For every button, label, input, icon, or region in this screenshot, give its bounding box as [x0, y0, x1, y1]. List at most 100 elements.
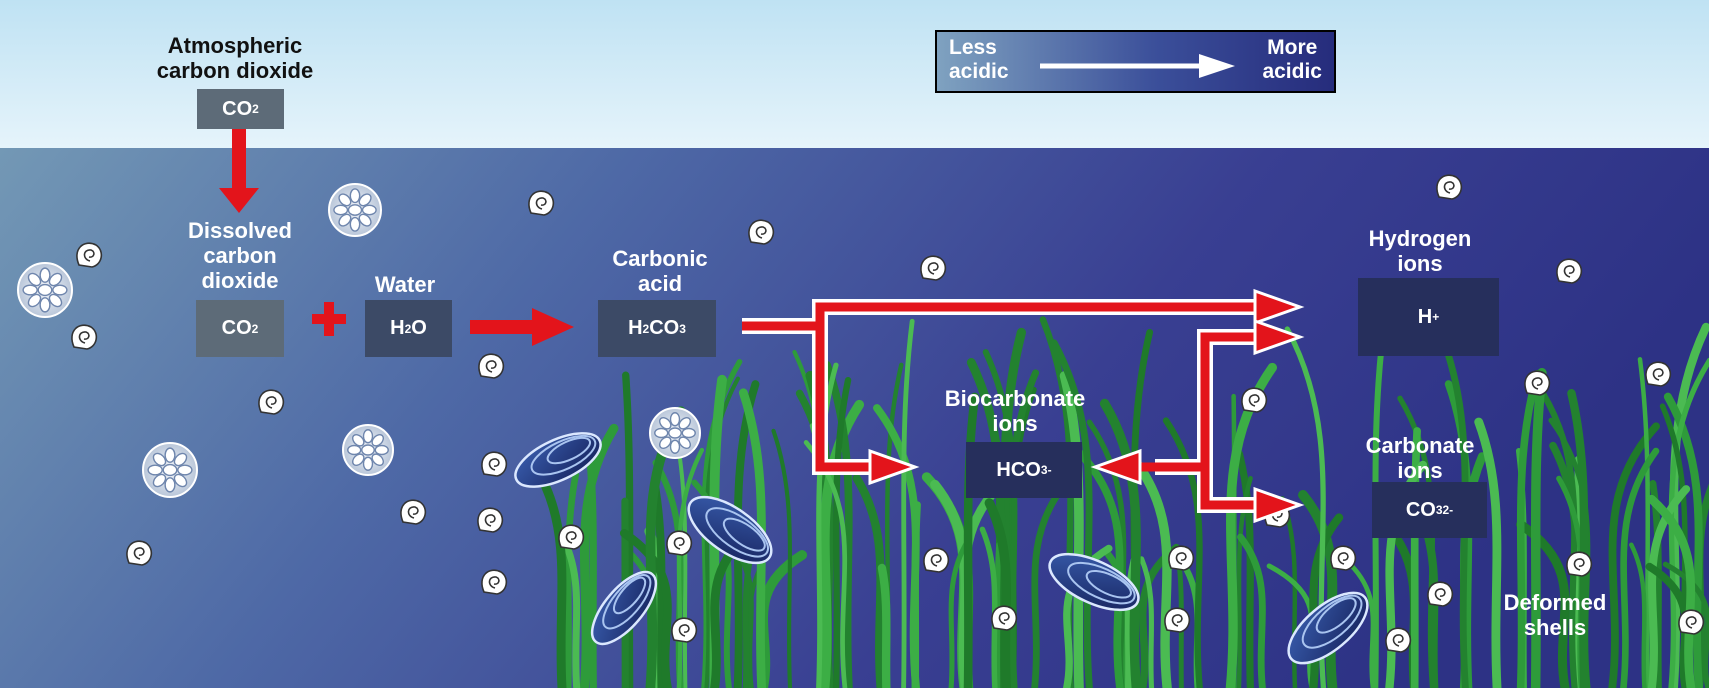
coccolith-icon [328, 183, 382, 237]
shell-icon [400, 499, 427, 525]
seagrass-blade [1662, 561, 1709, 688]
mussel-icon [590, 570, 658, 646]
shell-icon [258, 389, 285, 415]
connector-line [815, 326, 870, 472]
coccolith-icon [142, 442, 198, 498]
seagrass-blade [579, 423, 619, 688]
shell-icon [528, 190, 555, 216]
coccolith-group [17, 183, 701, 498]
seagrass-blade [1031, 483, 1067, 688]
coccolith-icon [649, 407, 701, 459]
seagrass-blade [873, 404, 920, 688]
shell-icon [1524, 370, 1551, 396]
sky-background [0, 0, 1709, 150]
seagrass-blade [1474, 417, 1502, 688]
arrow-icon [1040, 54, 1235, 78]
seagrass-blade [675, 441, 688, 688]
coccolith-icon [342, 424, 394, 476]
coccolith-icon [17, 262, 73, 318]
connector-line [742, 302, 1255, 331]
seagrass-blade [1139, 556, 1155, 688]
shell-icon [748, 219, 775, 245]
seagrass-blade [979, 526, 998, 688]
arrow-icon [470, 308, 574, 346]
seagrass-blade [1629, 542, 1647, 688]
connector-line [1200, 332, 1255, 510]
shell-icon [1427, 581, 1454, 607]
carbonate-ions-label: Carbonate ions [1365, 433, 1475, 483]
shell-icon [1645, 361, 1672, 387]
mussel-icon [1048, 552, 1140, 612]
seagrass-blade [963, 392, 980, 688]
seagrass-blade [984, 498, 1012, 688]
shell-icon [666, 530, 693, 556]
seagrass-blade [1099, 398, 1142, 688]
deformed-shells-label: Deformed shells [1503, 590, 1607, 640]
water-label: Water [374, 272, 436, 297]
seagrass-blade [877, 563, 891, 688]
shell-icon [478, 353, 505, 379]
hydrogen-formula: H+ [1358, 278, 1499, 356]
shell-icon [1241, 387, 1268, 413]
plus-icon [312, 302, 346, 336]
seagrass-blade [1647, 494, 1696, 688]
shell-icon [1168, 545, 1195, 571]
hydrogen-ions-label: Hydrogen ions [1368, 226, 1472, 276]
seagrass-blade [1663, 392, 1703, 688]
seagrass-blade [564, 471, 580, 688]
seagrass-blade [1620, 447, 1660, 688]
seagrass-blade [1162, 417, 1203, 688]
shell-icon [1678, 609, 1705, 635]
seagrass-blade [982, 349, 1018, 688]
seagrass-blade [1128, 453, 1172, 688]
shell-icon [126, 540, 153, 566]
seagrass-blade [901, 318, 915, 688]
shell-group [71, 174, 1705, 653]
seagrass-blade [823, 361, 853, 688]
seagrass-blade [1516, 369, 1542, 688]
seagrass-blade [1410, 427, 1421, 688]
seagrass-blade [584, 435, 597, 688]
arrow-icon [1253, 288, 1305, 326]
dissolved-co2-label: Dissolved carbon dioxide [188, 218, 292, 293]
seagrass-blade [1086, 419, 1127, 688]
seagrass-blade [557, 530, 581, 688]
arrow-icon [1090, 448, 1142, 486]
seagrass-blade [619, 528, 673, 688]
seagrass-blade [1567, 389, 1589, 688]
shell-icon [991, 605, 1018, 631]
seagrass-blade [622, 371, 634, 688]
shell-icon [76, 242, 103, 268]
mussel-icon [1287, 591, 1369, 665]
atmospheric-co2-label: Atmospheric carbon dioxide [156, 33, 314, 83]
seagrass-blade [540, 481, 567, 688]
seagrass-blade [1516, 520, 1570, 688]
shell-icon [1566, 551, 1593, 577]
seagrass-blade [771, 428, 793, 688]
seagrass-blade [948, 538, 971, 688]
shell-icon [1164, 607, 1191, 633]
mussel-icon [514, 432, 602, 488]
shell-icon [1436, 174, 1463, 200]
legend-low-label: Less acidic [949, 36, 1009, 83]
arrow-icon [868, 448, 920, 486]
seagrass-blade [1348, 562, 1376, 688]
bicarbonate-ions-label: Biocarbonate ions [944, 386, 1086, 436]
seagrass-blade [1637, 357, 1651, 688]
seagrass-blade [1237, 533, 1266, 688]
carbonic-acid-label: Carbonic acid [612, 246, 708, 296]
seagrass-blade [1138, 543, 1181, 688]
shell-icon [481, 569, 508, 595]
seagrass-blade [1298, 490, 1338, 688]
seagrass-blade [1059, 371, 1084, 688]
mussel-icon [687, 495, 773, 565]
seagrass-blade [676, 447, 705, 688]
shell-icon [477, 507, 504, 533]
shell-icon [920, 255, 947, 281]
